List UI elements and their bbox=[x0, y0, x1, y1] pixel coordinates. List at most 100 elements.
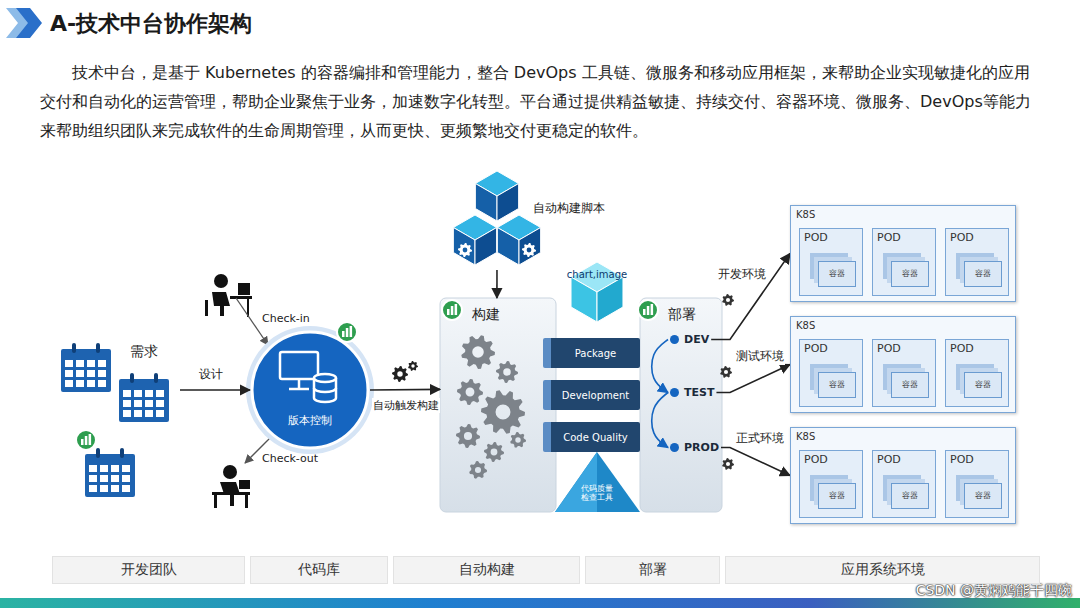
node-text: POD bbox=[877, 231, 901, 244]
node-text: PROD bbox=[684, 441, 719, 454]
pod-box: POD 容器 bbox=[945, 228, 1009, 296]
node-text: 容器 bbox=[891, 483, 929, 509]
cube-face bbox=[453, 228, 475, 266]
node-text: Package bbox=[575, 348, 616, 359]
pod-box: POD容器 bbox=[872, 339, 936, 407]
flow-arrow bbox=[652, 393, 668, 448]
cube-face bbox=[475, 184, 497, 222]
calendar-icon bbox=[60, 343, 112, 393]
node-text: POD bbox=[877, 453, 901, 466]
node-text: 容器 bbox=[818, 372, 856, 398]
slide-title: A-技术中台协作架构 bbox=[50, 9, 252, 39]
role-band: 部署 bbox=[585, 556, 720, 584]
stage-dot bbox=[670, 335, 679, 344]
edge-label: 测试环境 bbox=[735, 348, 785, 365]
node-text: 自动构建 bbox=[459, 561, 515, 579]
node-text: chart,image bbox=[567, 269, 627, 280]
flow-arrow bbox=[716, 365, 790, 393]
flow-arrow bbox=[721, 448, 790, 476]
watermark: CSDN @黄焖鸡能干四碗 bbox=[916, 582, 1072, 600]
pod-box: POD 容器 bbox=[872, 450, 936, 518]
node-text: POD bbox=[950, 342, 974, 355]
pyramid-face bbox=[555, 452, 597, 512]
cube-face bbox=[519, 228, 541, 266]
cube-face bbox=[497, 184, 519, 222]
flow-arrow bbox=[652, 340, 668, 393]
node-text: 构建 bbox=[472, 306, 500, 324]
artifact-cube: chart,image bbox=[558, 262, 636, 322]
gear-icon bbox=[510, 432, 526, 448]
checkout-label: Check-out bbox=[262, 452, 318, 465]
gear-icon bbox=[458, 243, 472, 257]
pod-box: POD 容器 bbox=[945, 450, 1009, 518]
role-band: 开发团队 bbox=[52, 556, 245, 584]
edge-label: 自动触发构建 bbox=[372, 398, 440, 413]
pod-box: POD 容器 bbox=[799, 339, 863, 407]
gear-icon bbox=[722, 458, 734, 470]
node-text: POD bbox=[804, 342, 828, 355]
build-script-cubes: 自动构建脚本 bbox=[445, 168, 620, 270]
deploy-panel-bg bbox=[640, 298, 722, 512]
flow-arrow bbox=[711, 254, 790, 340]
deploy-panel: 部署DEVTESTPROD bbox=[640, 298, 722, 512]
node-text: DEV bbox=[684, 333, 709, 346]
node-text: 容器 bbox=[818, 483, 856, 509]
node-text: K8S bbox=[796, 431, 815, 442]
env-stage: DEV bbox=[668, 330, 711, 349]
gear-icon bbox=[469, 461, 487, 479]
badge-icon bbox=[337, 322, 357, 342]
version-circle bbox=[252, 332, 368, 448]
badge-icon bbox=[442, 300, 462, 320]
node-text: POD bbox=[804, 453, 828, 466]
k8s-cluster: K8S POD 容器 POD 容器 POD 容器 bbox=[790, 427, 1016, 524]
gear-icon bbox=[392, 366, 408, 382]
node-text: 应用系统环境 bbox=[841, 561, 925, 579]
stage-dot bbox=[670, 388, 679, 397]
gear-icon bbox=[720, 366, 732, 378]
flow-arrow bbox=[180, 389, 250, 391]
pyramid bbox=[555, 452, 640, 512]
build-panel-bg bbox=[440, 298, 556, 512]
node-text: 容器 bbox=[964, 261, 1002, 287]
quality-tool-pyramid: 代码质量检查工具 bbox=[575, 480, 619, 508]
node-text: POD bbox=[804, 231, 828, 244]
gear-icon bbox=[456, 424, 480, 448]
node-text: 代码质量检查工具 bbox=[580, 485, 614, 503]
pod-box: POD 容器 bbox=[872, 228, 936, 296]
node-text: 需求 bbox=[130, 343, 158, 361]
requirement-group: 需求 bbox=[55, 335, 180, 515]
node-text: 自动构建脚本 bbox=[533, 200, 605, 217]
cube-face bbox=[597, 277, 623, 322]
pod-box: POD 容器 bbox=[799, 450, 863, 518]
node-text: 代码库 bbox=[298, 561, 340, 579]
node-text: 版本控制 bbox=[288, 413, 332, 428]
stage-dot bbox=[670, 443, 679, 452]
env-stage: TEST bbox=[668, 383, 716, 402]
node-text: K8S bbox=[796, 209, 815, 220]
repo-icon bbox=[280, 352, 336, 402]
node-text: 容器 bbox=[891, 261, 929, 287]
build-stage-tab: Package bbox=[543, 338, 640, 368]
flow-arrow bbox=[496, 270, 498, 298]
edge-label: 开发环境 bbox=[717, 266, 767, 283]
node-text: 开发团队 bbox=[121, 561, 177, 579]
pod-box: POD容器 bbox=[945, 339, 1009, 407]
title-chevron bbox=[16, 8, 42, 38]
node-text: Code Quality bbox=[563, 432, 628, 443]
node-text: 容器 bbox=[964, 483, 1002, 509]
checkin-label: Check-in bbox=[262, 312, 310, 325]
footer-bar bbox=[0, 598, 1080, 608]
calendar-icon bbox=[118, 373, 170, 423]
node-text: 容器 bbox=[818, 261, 856, 287]
node-text: Development bbox=[562, 390, 629, 401]
gear-icon bbox=[522, 243, 536, 257]
badge-icon bbox=[638, 300, 658, 320]
node-text: POD bbox=[950, 453, 974, 466]
developer-icon bbox=[212, 465, 250, 508]
node-text: POD bbox=[950, 231, 974, 244]
version-control-circle: 版本控制 bbox=[250, 330, 370, 450]
gear-icon bbox=[457, 379, 483, 405]
gear-icon bbox=[461, 335, 495, 369]
build-stage-tab: Development bbox=[543, 380, 640, 410]
node-text: 容器 bbox=[891, 372, 929, 398]
